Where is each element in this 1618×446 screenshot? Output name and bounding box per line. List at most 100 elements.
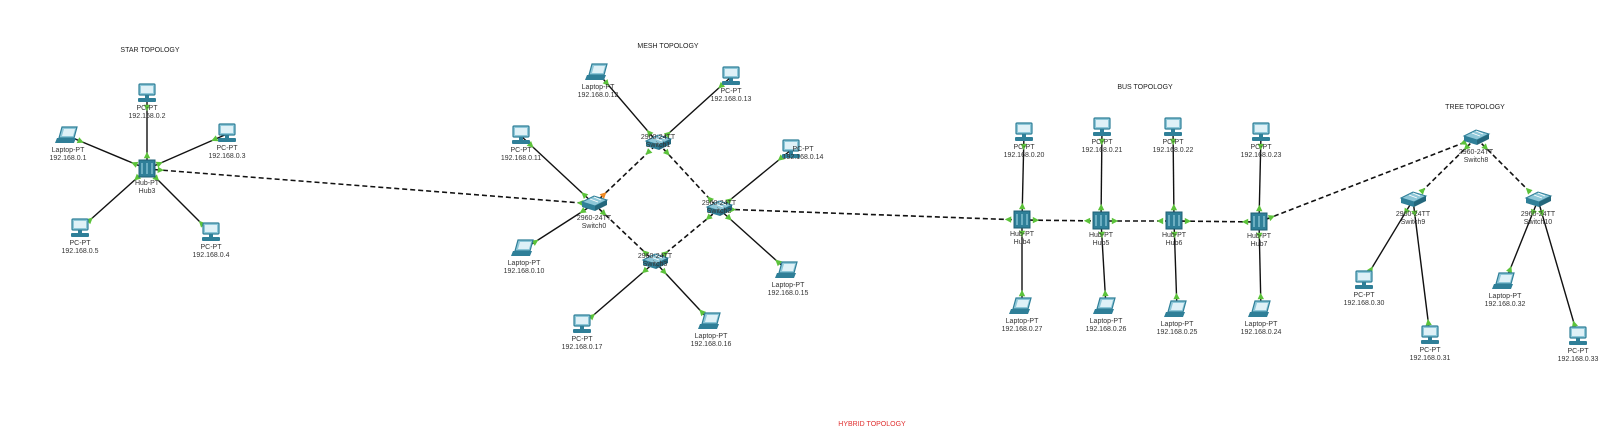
ip-address-label: 192.168.0.15 (768, 290, 809, 297)
device-type-label: Hub-PT (135, 180, 160, 187)
port-up-icon (1111, 217, 1119, 225)
port-up-icon (646, 129, 654, 137)
link-sw2-sw3[interactable] (654, 208, 720, 263)
port-up-icon (1169, 138, 1177, 146)
link-sw9-pc31[interactable] (1412, 199, 1431, 337)
pc-icon (573, 314, 591, 333)
port-up-icon (705, 213, 713, 220)
device-type-label: PC-PT (793, 146, 815, 153)
port-up-icon (581, 192, 589, 199)
pc-icon (71, 218, 89, 237)
pc-icon (1164, 117, 1182, 136)
port-up-icon (526, 141, 534, 148)
port-up-icon (1020, 143, 1027, 151)
device-name-label: Switch9 (1401, 219, 1426, 226)
link-sw10-pc33[interactable] (1537, 199, 1579, 338)
device-type-label: Laptop-PT (1245, 321, 1278, 328)
device-name-label: Switch3 (643, 261, 668, 268)
laptop-icon (775, 261, 798, 278)
ip-address-label: 192.168.0.24 (1241, 329, 1282, 336)
ip-address-label: 192.168.0.2 (129, 113, 166, 120)
hub-icon (1250, 212, 1268, 231)
port-up-icon (198, 220, 206, 228)
pc-icon (1252, 122, 1270, 141)
hub-icon (138, 159, 156, 178)
ip-address-label: 192.168.0.26 (1086, 326, 1127, 333)
device-type-label: Laptop-PT (52, 147, 85, 154)
link-hub3-sw0[interactable] (146, 168, 595, 205)
ip-address-label: 192.168.0.33 (1558, 356, 1599, 363)
device-name-label: Switch2 (707, 208, 732, 215)
switch-icon (641, 253, 670, 269)
device-type-label: 2960-24TT (638, 253, 673, 260)
device-name-label: Hub5 (1093, 240, 1110, 247)
device-type-label: Laptop-PT (1161, 321, 1194, 328)
port-up-icon (1531, 208, 1537, 216)
port-up-icon (1257, 143, 1264, 151)
ip-address-label: 192.168.0.14 (783, 154, 824, 161)
port-up-icon (143, 151, 151, 159)
link-sw3-sw0[interactable] (593, 203, 656, 263)
pc-icon (1569, 326, 1587, 345)
device-type-label: 2960-24TT (1459, 149, 1494, 156)
ip-address-label: 192.168.0.21 (1082, 147, 1123, 154)
nodes-layer: Hub-PTHub3PC-PT192.168.0.2PC-PT192.168.0… (50, 63, 1599, 363)
device-type-label: Laptop-PT (1006, 318, 1039, 325)
ports-layer (76, 79, 1578, 328)
port-up-icon (1019, 202, 1026, 210)
link-hub7-sw8[interactable] (1258, 137, 1477, 223)
link-hub6-hub7[interactable] (1173, 220, 1260, 223)
port-up-icon (599, 209, 607, 216)
ip-address-label: 192.168.0.11 (501, 155, 541, 162)
port-up-icon (724, 213, 732, 221)
port-up-icon (1506, 266, 1512, 274)
link-sw2-hub4[interactable] (718, 208, 1023, 221)
device-type-label: 2960-24TT (641, 134, 676, 141)
port-up-icon (1171, 231, 1178, 239)
device-name-label: Hub6 (1166, 240, 1183, 247)
device-type-label: PC-PT (1014, 144, 1036, 151)
device-type-label: PC-PT (137, 105, 159, 112)
device-type-label: PC-PT (1092, 139, 1114, 146)
device-type-label: PC-PT (201, 244, 223, 251)
switch-icon (1524, 191, 1553, 207)
device-name-label: Hub7 (1251, 241, 1268, 248)
